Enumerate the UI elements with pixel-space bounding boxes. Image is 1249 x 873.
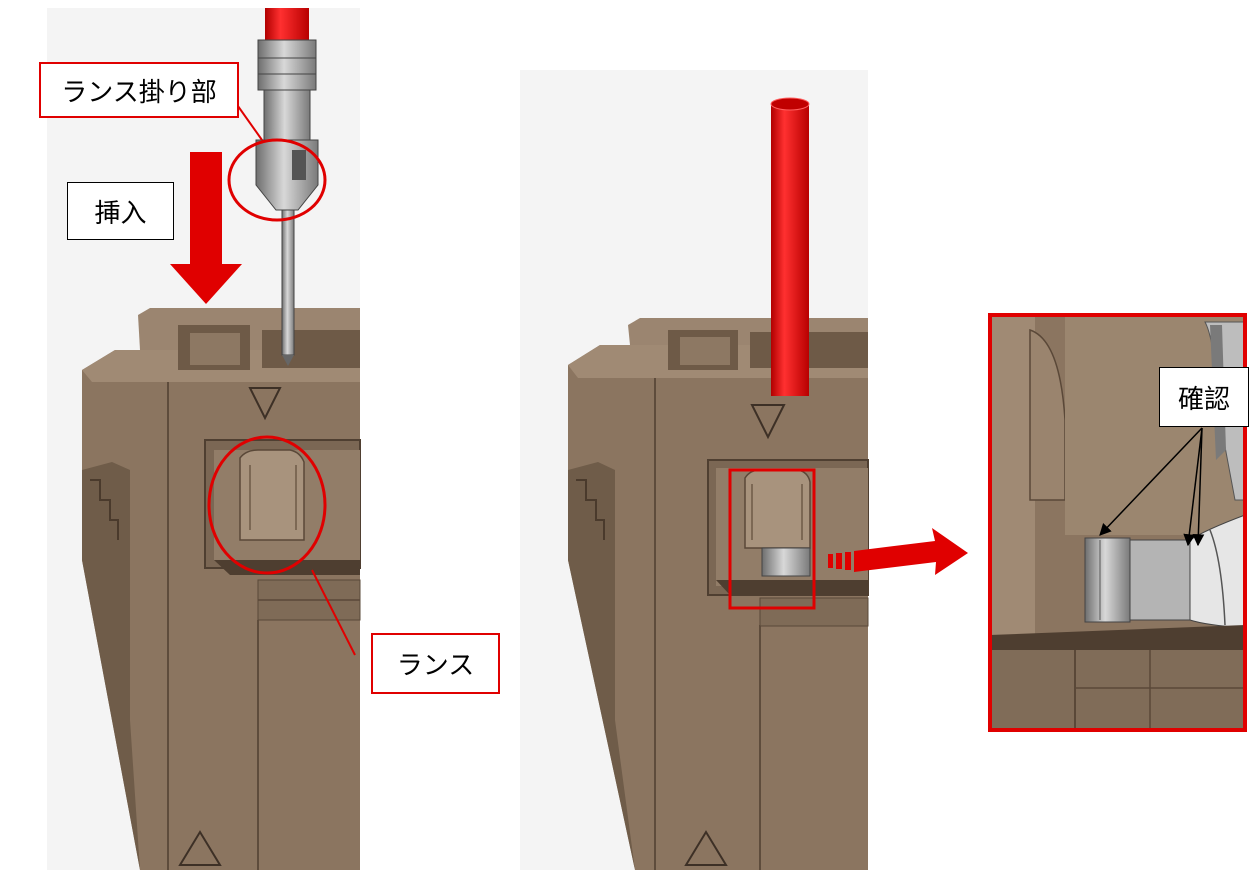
insert-arrow-icon [170,152,242,304]
connector-housing-left [82,308,361,870]
wire-middle [770,97,810,396]
zoom-arrow-icon [828,528,968,575]
pointer-arrow-icon [1183,427,1203,547]
zoom-source-box [728,468,816,610]
left-panel [47,8,361,870]
connector-housing-middle [568,318,869,870]
terminal-left [255,8,319,366]
pointer-arrow-icon [1099,427,1203,536]
confirm-label: 確認 [1159,367,1249,427]
pointer-arrow-icon [1192,427,1205,547]
leader-line [311,569,356,656]
lance-hook-label: ランス掛り部 [39,62,239,118]
callout-circle-icon [227,138,327,222]
callout-circle-icon [207,435,327,575]
terminal-detail [1084,514,1246,629]
middle-panel [520,70,968,870]
insert-label: 挿入 [67,182,174,240]
lance-label: ランス [371,633,500,694]
